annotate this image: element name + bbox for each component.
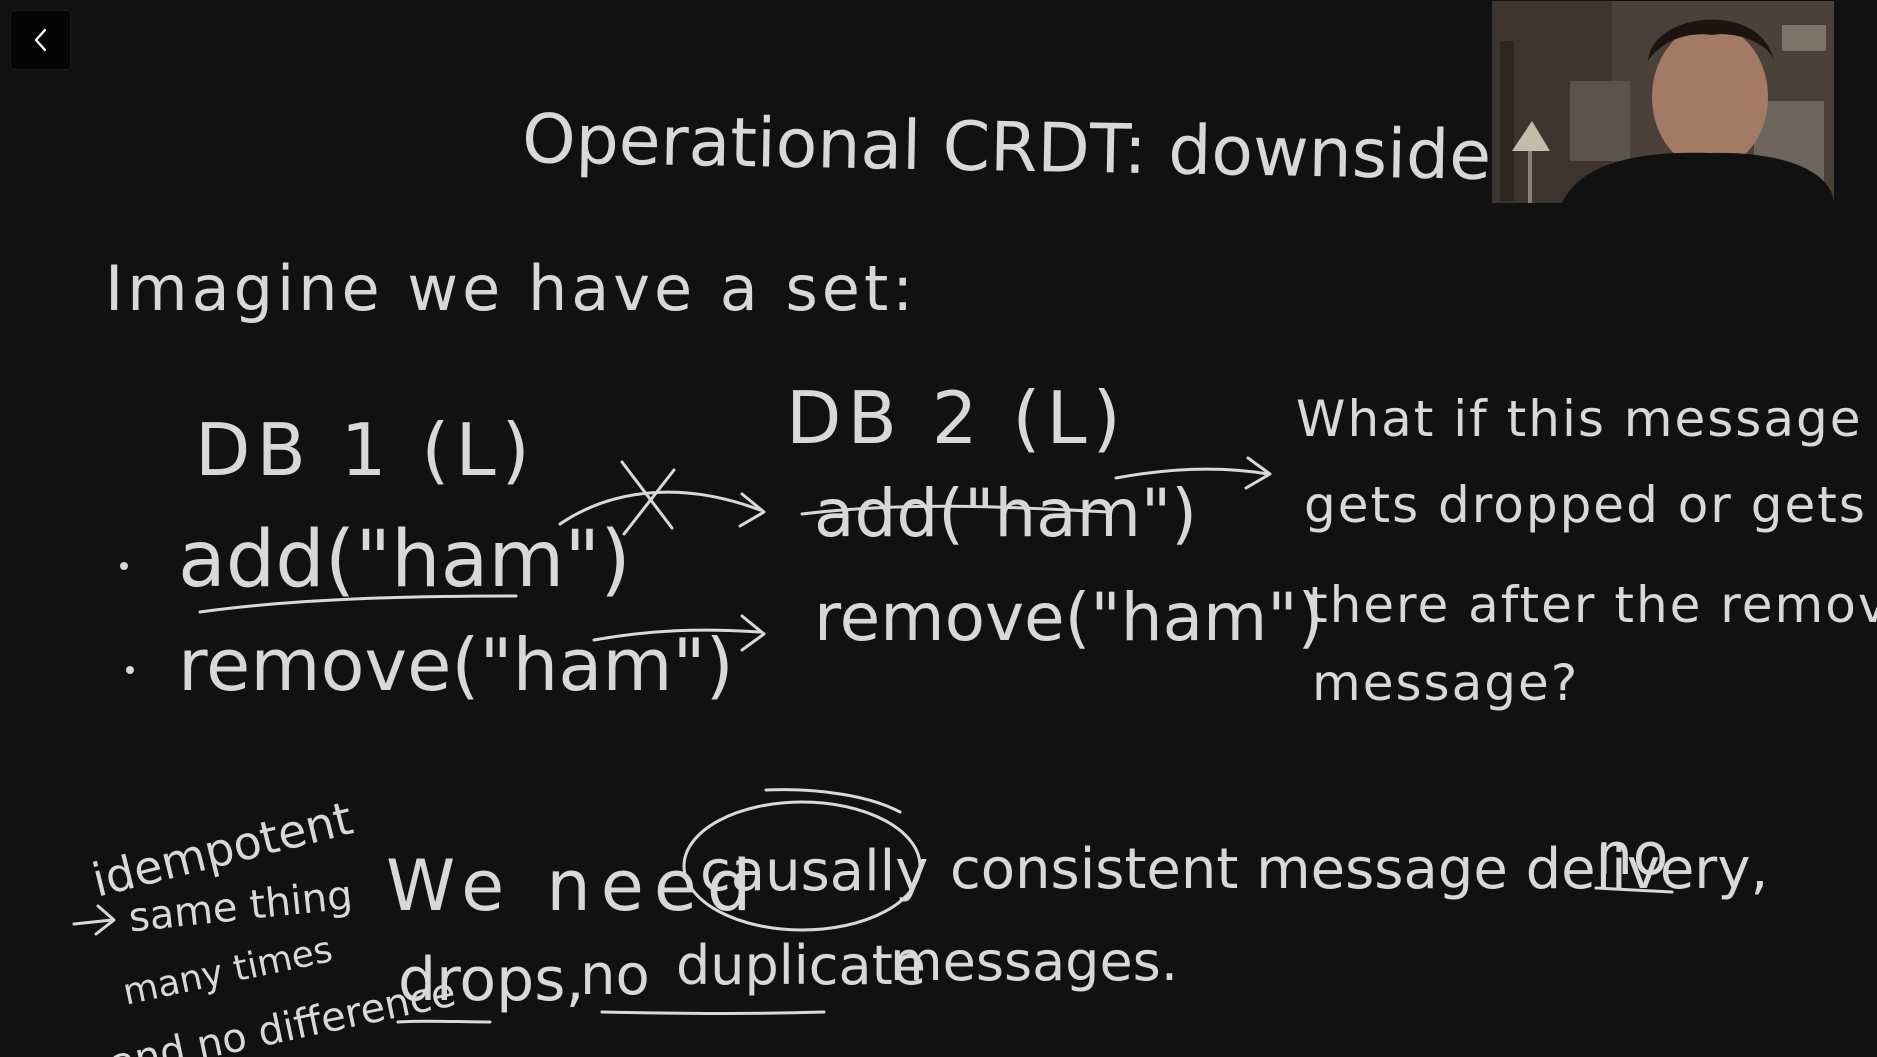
webcam-feed-icon bbox=[1492, 1, 1834, 203]
intro-text: Imagine we have a set: bbox=[105, 252, 917, 325]
conclusion-no: no bbox=[1596, 820, 1668, 888]
bullet-dot bbox=[120, 562, 128, 570]
cross-mark bbox=[622, 468, 676, 536]
db2-op-remove: remove("ham") bbox=[814, 579, 1323, 656]
db1-label: DB 1 (L) bbox=[195, 408, 536, 492]
db1-op-add: add("ham") bbox=[178, 515, 631, 605]
conclusion-no: no bbox=[580, 943, 650, 1008]
dropped-arrow-line bbox=[558, 490, 762, 526]
conclusion-causally: causally bbox=[700, 839, 928, 904]
dropped-arrow-head bbox=[738, 492, 766, 528]
db1-op-remove: remove("ham") bbox=[178, 623, 734, 707]
side-note-arrow bbox=[94, 904, 116, 936]
slide-title: Operational CRDT: downsides bbox=[521, 100, 1527, 197]
db1-add-underline bbox=[198, 594, 518, 614]
chevron-left-icon bbox=[34, 28, 46, 52]
question-line: gets dropped or gets bbox=[1304, 476, 1867, 534]
back-button[interactable] bbox=[10, 10, 71, 70]
question-line: message? bbox=[1312, 654, 1579, 712]
remove-arrow-line bbox=[592, 628, 762, 642]
conclusion-text: messages. bbox=[890, 930, 1178, 993]
remove-arrow-head bbox=[740, 614, 766, 652]
conclusion-drops: drops, bbox=[398, 945, 585, 1015]
causally-circle bbox=[682, 800, 922, 932]
question-arrow-line bbox=[1114, 467, 1270, 480]
cross-mark bbox=[620, 460, 674, 530]
db2-label: DB 2 (L) bbox=[786, 376, 1127, 460]
bullet-dot bbox=[126, 666, 134, 674]
db2-op-add: add("ham") bbox=[814, 475, 1197, 552]
question-arrow-head bbox=[1244, 456, 1272, 490]
drops-underline bbox=[396, 1019, 492, 1024]
duplicate-underline bbox=[600, 1010, 826, 1015]
webcam-feed bbox=[1492, 1, 1834, 203]
no-underline bbox=[1594, 886, 1674, 894]
conclusion-duplicate: duplicate bbox=[676, 934, 926, 997]
strike-through bbox=[800, 504, 1110, 516]
question-line: What if this message bbox=[1296, 390, 1863, 448]
causally-circle bbox=[764, 788, 902, 814]
question-line: there after the remove bbox=[1308, 576, 1877, 634]
side-note-arrow bbox=[72, 918, 114, 926]
